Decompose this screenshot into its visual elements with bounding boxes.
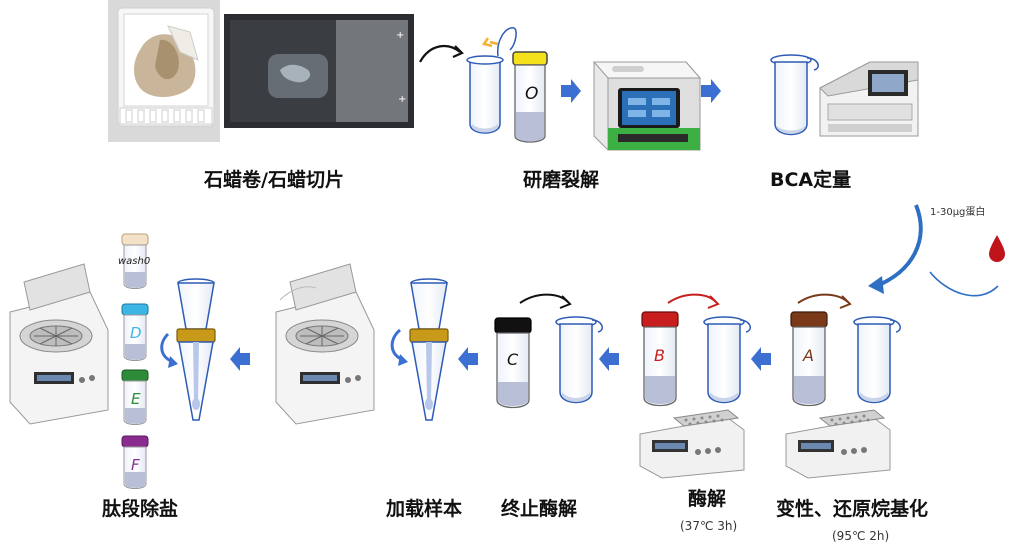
tube-label-c: C — [507, 350, 519, 369]
tube-label-e: E — [131, 390, 141, 408]
paraffin-slide-photo: + + — [224, 14, 414, 128]
tube-label-a: A — [802, 346, 814, 365]
heating-block — [785, 409, 891, 479]
rotate-arrow-head-icon — [398, 354, 408, 366]
flow-arrow-icon — [751, 347, 771, 371]
paraffin-block-photo — [108, 0, 220, 142]
tube-label-d: D — [130, 324, 142, 342]
blood-drop-icon — [989, 235, 1005, 262]
transfer-arrow-head-icon — [839, 295, 852, 309]
spin-column-load — [409, 278, 449, 421]
centrifuge-desalt — [9, 263, 109, 425]
flow-arrow-icon — [458, 347, 478, 371]
tube-d — [121, 303, 149, 361]
svg-text:+: + — [398, 94, 406, 105]
bca-tube — [770, 54, 819, 136]
tube-label-o: O — [525, 84, 538, 104]
pipette-curve — [929, 271, 999, 297]
spin-column-desalt — [176, 278, 216, 421]
flow-arrow-icon — [599, 347, 619, 371]
tube-o — [512, 51, 548, 143]
step-label-stop: 终止酶解 — [501, 497, 577, 520]
transfer-arrow-icon — [797, 293, 849, 304]
step-label-paraffin: 石蜡卷/石蜡切片 — [203, 168, 344, 191]
transfer-arrow-head-icon — [452, 45, 464, 59]
transfer-arrow-icon — [667, 293, 717, 304]
flow-arrow-icon — [561, 79, 581, 103]
step-label-desalt: 肽段除盐 — [102, 497, 178, 520]
load-curve-arrow-icon — [875, 204, 923, 288]
heating-block — [639, 409, 745, 479]
flow-arrow-icon — [230, 347, 250, 371]
tube-a — [790, 311, 828, 407]
tube-b-target — [703, 316, 751, 404]
step-condition-digest: (37℃ 3h) — [680, 519, 737, 533]
transfer-arrow-head-icon — [707, 295, 720, 309]
step-label-bca: BCA定量 — [770, 168, 851, 191]
rotate-arrow-icon — [160, 332, 175, 364]
step-label-grind: 研磨裂解 — [523, 168, 599, 191]
step-condition-denature: (95℃ 2h) — [832, 529, 889, 543]
centrifuge-load — [275, 263, 375, 425]
tube-c — [494, 317, 532, 409]
tube-label-f: F — [131, 456, 140, 474]
rotate-arrow-icon — [390, 328, 405, 362]
tube-label-b: B — [654, 346, 665, 365]
protein-amount-note: 1-30μg蛋白 — [930, 205, 985, 218]
tube-e — [121, 369, 149, 425]
empty-open-tube — [466, 27, 517, 134]
tube-label-wash0: wash0 — [118, 256, 150, 267]
tube-a-target — [853, 316, 901, 404]
transfer-arrow-icon — [419, 44, 461, 63]
spectrophotometer — [819, 61, 919, 137]
load-arrow-head-icon — [868, 276, 884, 294]
svg-text:+: + — [396, 30, 404, 41]
rotate-arrow-head-icon — [168, 356, 178, 368]
step-label-denature: 变性、还原烷基化 — [776, 497, 928, 520]
transfer-arrow-icon — [519, 293, 569, 304]
step-label-digest: 酶解 — [688, 487, 726, 510]
grinder-device — [592, 61, 702, 151]
tube-f — [121, 435, 149, 489]
tube-wash0 — [121, 233, 149, 289]
transfer-arrow-head-icon — [559, 295, 572, 309]
tube-b — [641, 311, 679, 407]
step-label-load: 加载样本 — [385, 497, 462, 520]
tube-c-target — [555, 316, 603, 404]
flow-arrow-icon — [701, 79, 721, 103]
